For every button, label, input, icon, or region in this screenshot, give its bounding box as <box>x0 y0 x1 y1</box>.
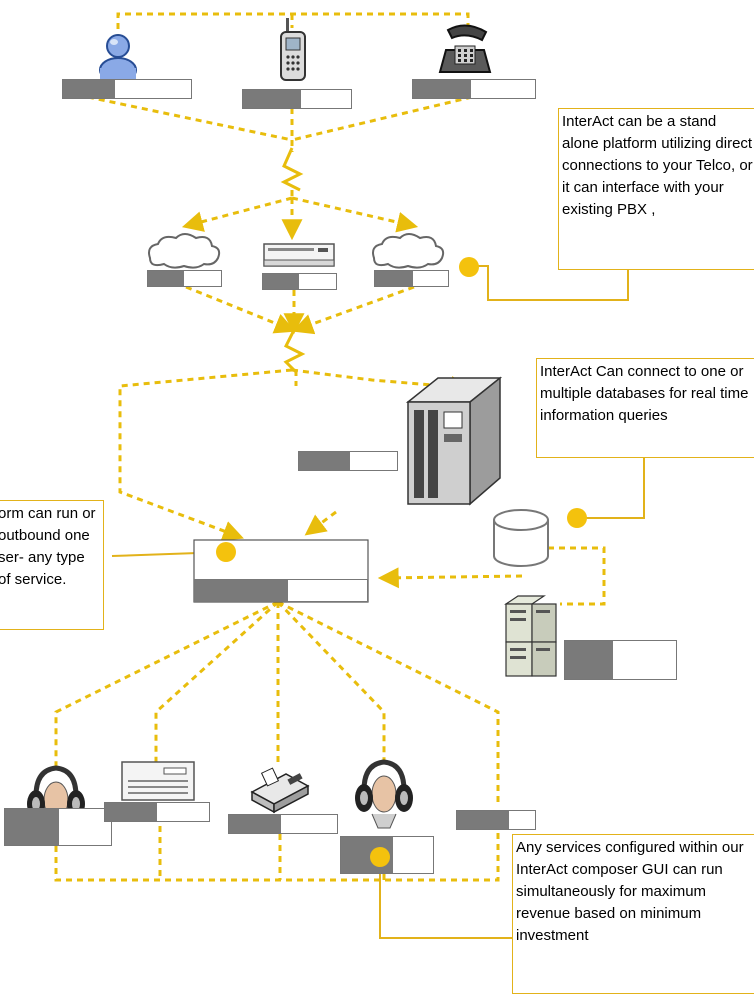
headset-icon <box>355 759 413 829</box>
device-label-box <box>242 89 352 109</box>
pbx-switch-icon <box>121 761 195 801</box>
mainframe-server-icon <box>405 376 503 506</box>
fax-icon <box>250 767 310 814</box>
user-icon <box>99 34 137 83</box>
device-label-box <box>147 270 222 287</box>
database-cylinder-icon <box>493 509 549 567</box>
pbx-switch-icon <box>263 243 335 267</box>
device-label-box <box>228 814 338 834</box>
callout-anchor-dot <box>216 542 236 562</box>
device-label-box <box>62 79 192 99</box>
lightning-icons <box>280 147 306 374</box>
device-label-box <box>374 270 449 287</box>
lightning-icon <box>283 329 306 374</box>
callout-anchor-dot <box>459 257 479 277</box>
platform-label-box <box>194 579 368 602</box>
device-label-box <box>4 808 112 846</box>
device-label-box <box>298 451 398 471</box>
callout-anchor-dot <box>567 508 587 528</box>
lightning-icon <box>280 147 304 192</box>
connector-lines <box>54 12 606 882</box>
device-label-box <box>412 79 536 99</box>
cloud-icon <box>372 233 445 269</box>
device-label-box <box>564 640 677 680</box>
callout-anchor-dot <box>370 847 390 867</box>
telephone-icon <box>438 24 492 73</box>
device-label-box <box>104 802 210 822</box>
callout-platform: orm can run or outbound one ser- any typ… <box>0 500 104 630</box>
device-label-box <box>262 273 337 290</box>
callout-services: Any services configured within our Inter… <box>512 834 754 994</box>
device-label-box <box>456 810 536 830</box>
callout-databases: InterAct Can connect to one or multiple … <box>536 358 754 458</box>
cellphone-icon <box>280 18 306 81</box>
cloud-icon <box>148 233 221 269</box>
callout-telco: InterAct can be a stand alone platform u… <box>558 108 754 270</box>
server-rack-icon <box>504 595 557 677</box>
